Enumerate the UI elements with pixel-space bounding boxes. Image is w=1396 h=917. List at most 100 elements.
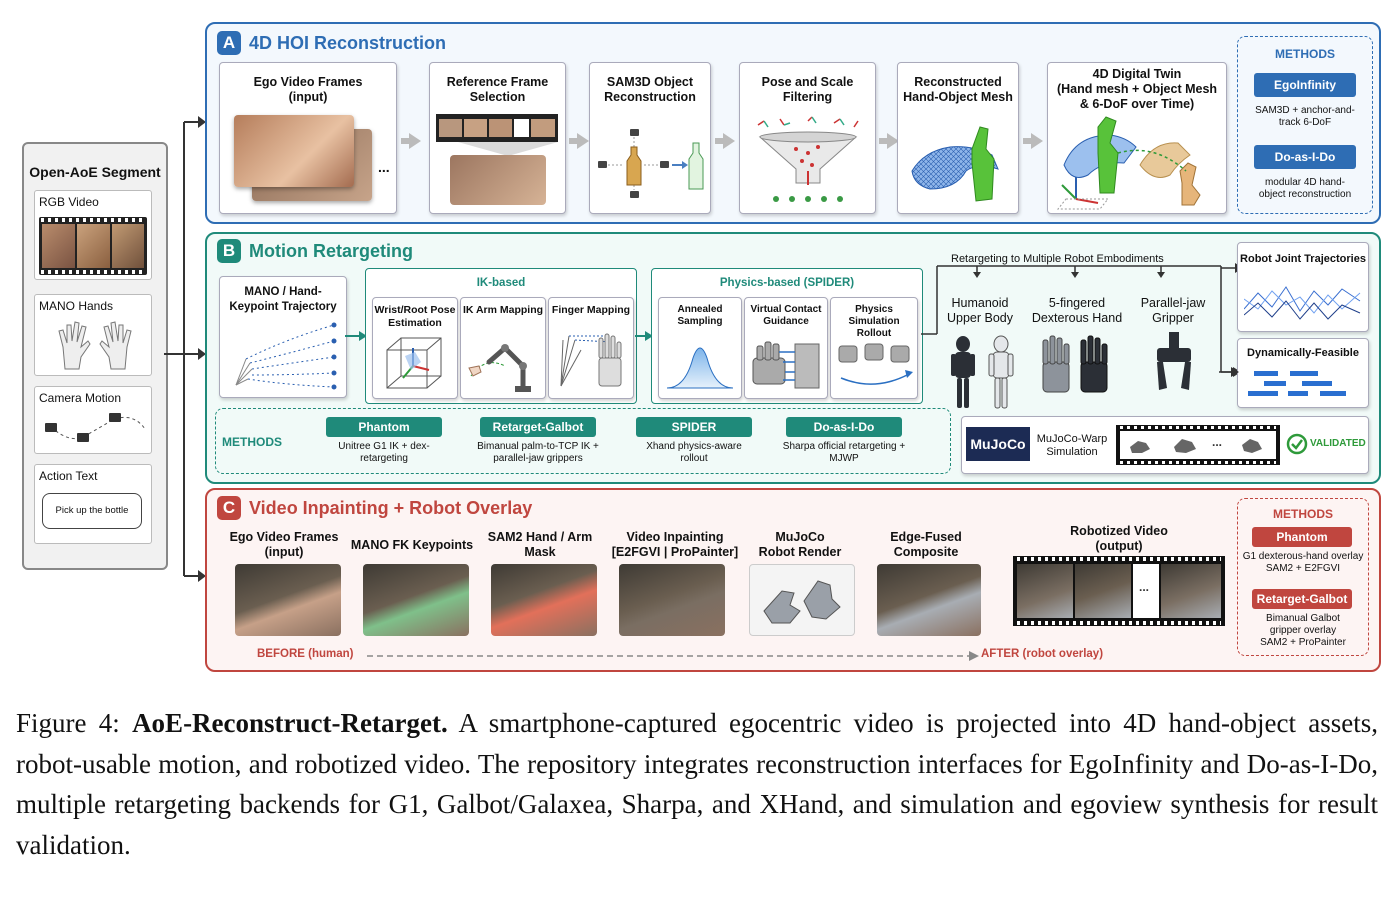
left-connector-arrows bbox=[164, 116, 206, 582]
card-title: IK Arm Mapping bbox=[462, 304, 544, 316]
card-title: Finger Mapping bbox=[551, 304, 631, 316]
ik-arm-mapping-card: IK Arm Mapping bbox=[460, 297, 546, 399]
robotized-filmstrip: ... bbox=[1013, 556, 1225, 626]
pose-cube-icon bbox=[386, 337, 442, 389]
pose-scale-filtering-card: Pose and Scale Filtering bbox=[739, 62, 876, 214]
card-title: Robot Joint Trajectories bbox=[1240, 253, 1366, 265]
after-label: AFTER (robot overlay) bbox=[981, 648, 1104, 660]
panel-c-methods: METHODS Phantom G1 dexterous-hand overla… bbox=[1237, 498, 1369, 656]
card-title: Reference Frame Selection bbox=[446, 75, 549, 104]
card-title: Ego Video Frames (input) bbox=[253, 75, 363, 104]
method-spider: SPIDER bbox=[636, 417, 752, 437]
4d-digital-twin-card: 4D Digital Twin (Hand mesh + Object Mesh… bbox=[1047, 62, 1227, 214]
caption-text: A smartphone-captured egocentric video i… bbox=[16, 708, 1378, 860]
physics-group-label: Physics-based (SPIDER) bbox=[719, 277, 855, 289]
robot-hands-icon bbox=[763, 580, 841, 624]
check-circle-icon bbox=[1286, 433, 1308, 455]
ellipsis: ... bbox=[1139, 580, 1150, 594]
camera-path-icon bbox=[45, 413, 146, 442]
ellipsis: ... bbox=[378, 159, 390, 175]
card-title: Reconstructed Hand-Object Mesh bbox=[903, 75, 1013, 104]
mano-hands-card: MANO Hands bbox=[34, 294, 152, 376]
ego-video-frames-card: Ego Video Frames (input) ... bbox=[219, 62, 397, 214]
gaussian-distribution-icon bbox=[666, 347, 734, 389]
arrow-icon bbox=[635, 331, 653, 341]
panel-b-badge: B bbox=[217, 239, 241, 263]
method-desc: Xhand physics-aware rollout bbox=[646, 441, 742, 464]
method-desc: SAM3D + anchor-and- track 6-DoF bbox=[1255, 105, 1355, 128]
figure-caption: Figure 4: AoE-Reconstruct-Retarget. A sm… bbox=[16, 703, 1378, 865]
step-title: MuJoCo Robot Render bbox=[758, 530, 842, 559]
card-title: MANO / Hand- Keypoint Trajectory bbox=[229, 286, 337, 313]
reference-filmstrip bbox=[436, 114, 558, 142]
sam3d-object-reconstruction-card: SAM3D Object Reconstruction bbox=[589, 62, 711, 214]
rgb-video-label: RGB Video bbox=[39, 195, 99, 209]
card-title: 4D Digital Twin (Hand mesh + Object Mesh… bbox=[1056, 67, 1218, 111]
robot-hand-contact-icon bbox=[752, 341, 820, 389]
ik-group-label: IK-based bbox=[476, 277, 526, 289]
composite-photo bbox=[877, 564, 981, 636]
method-desc: Sharpa official retargeting + MJWP bbox=[782, 441, 906, 464]
action-text-label: Action Text bbox=[39, 469, 98, 483]
bottle-reconstruction-icon bbox=[598, 129, 704, 198]
sim-filmstrip: ... bbox=[1116, 425, 1280, 465]
before-after-arrow bbox=[367, 651, 979, 661]
wrist-root-pose-card: Wrist/Root Pose Estimation bbox=[372, 297, 458, 399]
methods-header: METHODS bbox=[1273, 507, 1333, 521]
physics-simulation-rollout-card: Physics Simulation Rollout bbox=[830, 297, 918, 399]
left-panel-title: Open-AoE Segment bbox=[29, 164, 161, 180]
card-title: Dynamically-Feasible bbox=[1247, 347, 1359, 359]
step-title: Video Inpainting [E2FGVI | ProPainter] bbox=[611, 530, 739, 559]
hand-object-mesh-icon bbox=[911, 126, 999, 202]
method-egoinfinity: EgoInfinity bbox=[1254, 73, 1356, 97]
finger-mapping-card: Finger Mapping bbox=[548, 297, 634, 399]
step-title: MANO FK Keypoints bbox=[350, 538, 474, 552]
rollout-sequence-icon bbox=[838, 343, 913, 385]
arrow-icon bbox=[345, 331, 367, 341]
reference-frame-selection-card: Reference Frame Selection bbox=[429, 62, 566, 214]
methods-header: METHODS bbox=[1275, 47, 1335, 61]
open-aoe-segment-panel: Open-AoE Segment RGB Video MANO Hands Ca… bbox=[22, 142, 168, 570]
digital-twin-trajectory-icon bbox=[1056, 116, 1201, 210]
embodiment-gripper-label: Parallel-jaw Gripper bbox=[1140, 296, 1206, 325]
validated-status: VALIDATED bbox=[1310, 438, 1366, 449]
embodiment-humanoid-label: Humanoid Upper Body bbox=[946, 296, 1013, 325]
card-title: Wrist/Root Pose Estimation bbox=[374, 304, 456, 329]
step-title: SAM2 Hand / Arm Mask bbox=[487, 530, 593, 559]
panel-c-badge: C bbox=[217, 496, 241, 520]
panel-a-badge: A bbox=[217, 31, 241, 55]
methods-header: METHODS bbox=[222, 435, 282, 449]
method-desc: Bimanual palm-to-TCP IK + parallel-jaw g… bbox=[477, 441, 599, 464]
panel-a-methods: METHODS EgoInfinity SAM3D + anchor-and- … bbox=[1237, 36, 1373, 214]
method-desc: G1 dexterous-hand overlay SAM2 + E2FGVI bbox=[1242, 551, 1364, 574]
panel-b-methods: METHODS Phantom Unitree G1 IK + dex- ret… bbox=[215, 408, 951, 474]
robot-joint-trajectories-card: Robot Joint Trajectories bbox=[1237, 242, 1369, 332]
before-label: BEFORE (human) bbox=[257, 648, 354, 660]
virtual-contact-guidance-card: Virtual Contact Guidance bbox=[744, 297, 828, 399]
method-desc: Unitree G1 IK + dex- retargeting bbox=[338, 441, 430, 464]
ego-frame-photo bbox=[235, 564, 341, 636]
physics-based-group: Physics-based (SPIDER) Annealed Sampling… bbox=[651, 268, 923, 404]
hand-mesh-icon bbox=[58, 321, 132, 370]
robot-arm-icon bbox=[468, 344, 531, 392]
panel-c-title: Video Inpainting + Robot Overlay bbox=[249, 498, 533, 518]
card-title: Virtual Contact Guidance bbox=[750, 304, 822, 327]
trajectory-plot-icon bbox=[1244, 286, 1361, 320]
step-title: Edge-Fused Composite bbox=[890, 530, 962, 559]
feasible-timeline-icon bbox=[1248, 371, 1346, 396]
step-title: Ego Video Frames (input) bbox=[229, 530, 339, 559]
method-desc: Bimanual Galbot gripper overlay SAM2 + P… bbox=[1260, 613, 1346, 648]
filmstrip-thumbnail bbox=[39, 217, 147, 275]
annealed-sampling-card: Annealed Sampling bbox=[658, 297, 742, 399]
sam2-mask-photo bbox=[491, 564, 597, 636]
panel-c-video-inpainting: C Video Inpainting + Robot Overlay Ego V… bbox=[205, 488, 1381, 672]
method-do-as-i-do: Do-as-I-Do bbox=[786, 417, 902, 437]
embodiment-dexterous-hand-label: 5-fingered Dexterous Hand bbox=[1031, 296, 1123, 325]
ellipsis: ... bbox=[1212, 435, 1223, 449]
camera-motion-label: Camera Motion bbox=[39, 391, 122, 405]
rgb-video-card: RGB Video bbox=[34, 190, 152, 280]
caption-prefix: Figure 4: bbox=[16, 708, 133, 738]
robot-render-photo bbox=[749, 564, 855, 636]
method-retarget-galbot: Retarget-Galbot bbox=[1252, 589, 1352, 609]
panel-a-title: 4D HOI Reconstruction bbox=[249, 33, 447, 53]
